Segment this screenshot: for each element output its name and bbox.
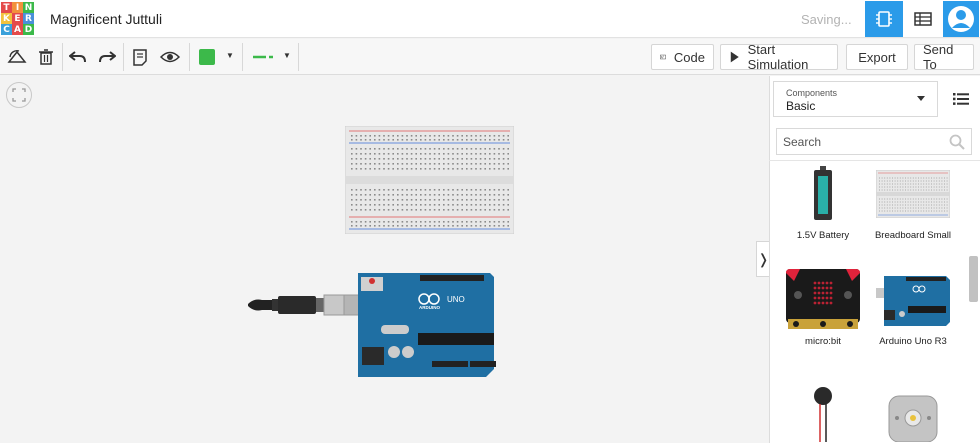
- save-status: Saving...: [801, 12, 852, 27]
- eye-icon: [160, 51, 180, 63]
- microbit-icon: [786, 269, 860, 329]
- rotate-icon: [7, 50, 27, 63]
- send-to-label: Send To: [923, 42, 954, 72]
- wire-color-swatch[interactable]: [199, 49, 215, 65]
- fit-view-icon: [12, 88, 26, 102]
- export-button[interactable]: Export: [846, 44, 908, 70]
- code-button[interactable]: Code: [651, 44, 714, 70]
- component-list-view-button[interactable]: [904, 1, 942, 37]
- chevron-right-icon: ❭: [757, 250, 770, 267]
- circuit-view-button[interactable]: [865, 1, 903, 37]
- logo-letter: D: [23, 24, 34, 35]
- breadboard-component[interactable]: [345, 126, 514, 234]
- user-icon: [948, 6, 974, 32]
- trash-icon: [39, 49, 53, 65]
- list-view-button[interactable]: [948, 86, 974, 112]
- arduino-uno-component[interactable]: ARDUINO UNO: [248, 269, 498, 381]
- chevron-down-icon[interactable]: ▼: [226, 51, 234, 60]
- chevron-down-icon[interactable]: ▼: [283, 51, 291, 60]
- components-dropdown-value: Basic: [786, 99, 816, 113]
- toolbar-divider: [298, 43, 299, 71]
- code-button-label: Code: [673, 49, 705, 65]
- component-label: Breadboard Small: [874, 230, 952, 241]
- editor-toolbar: ▼ ▼ Code Start Simulation Export Send To: [0, 39, 980, 75]
- component-search: [776, 128, 972, 155]
- user-avatar[interactable]: [943, 1, 979, 37]
- panel-divider: [769, 160, 980, 161]
- arduino-brand-label: ARDUINO: [419, 305, 440, 310]
- start-simulation-button[interactable]: Start Simulation: [720, 42, 838, 72]
- toolbar-divider: [242, 43, 243, 71]
- redo-icon: [99, 51, 116, 63]
- zoom-to-fit-button[interactable]: [6, 82, 32, 108]
- chevron-down-icon: [917, 96, 925, 101]
- undo-icon: [69, 51, 86, 63]
- send-to-button[interactable]: Send To: [914, 42, 974, 72]
- start-simulation-label: Start Simulation: [747, 42, 809, 72]
- wire-type-icon: [253, 55, 273, 59]
- undo-button[interactable]: [66, 45, 90, 69]
- breadboard-icon: [876, 170, 950, 218]
- logo-letter: C: [1, 24, 12, 35]
- logo-letter: E: [12, 13, 23, 24]
- component-item[interactable]: Arduino Uno R3: [868, 270, 958, 347]
- toolbar-divider: [62, 43, 63, 71]
- export-label: Export: [858, 49, 896, 65]
- components-dropdown[interactable]: Components Basic: [773, 81, 938, 117]
- logo-letter: I: [12, 2, 23, 13]
- project-title[interactable]: Magnificent Juttuli: [50, 11, 163, 27]
- logo-letter: R: [23, 13, 34, 24]
- note-icon: [133, 49, 147, 66]
- redo-button[interactable]: [95, 45, 119, 69]
- component-label: micro:bit: [805, 336, 841, 347]
- component-label: Arduino Uno R3: [879, 336, 947, 347]
- notes-visibility-button[interactable]: [158, 45, 182, 69]
- component-item[interactable]: [868, 382, 958, 442]
- list-icon: [953, 93, 969, 105]
- top-bar: T I N K E R C A D Magnificent Juttuli Sa…: [0, 0, 980, 38]
- arduino-model-label: UNO: [447, 295, 465, 304]
- toolbar-divider: [123, 43, 124, 71]
- dc-motor-icon: [888, 395, 938, 442]
- logo-letter: N: [23, 2, 34, 13]
- logo-letter: K: [1, 13, 12, 24]
- play-icon: [730, 51, 739, 63]
- toolbar-divider: [189, 43, 190, 71]
- panel-scrollbar[interactable]: [969, 256, 978, 302]
- rotate-button[interactable]: [5, 45, 29, 69]
- logo-letter: A: [12, 24, 23, 35]
- component-item[interactable]: 1.5V Battery: [778, 164, 868, 241]
- arduino-icon: [876, 276, 950, 326]
- component-item[interactable]: micro:bit: [778, 269, 868, 347]
- components-dropdown-caption: Components: [786, 88, 838, 98]
- battery-icon: [814, 166, 832, 220]
- component-label: 1.5V Battery: [796, 230, 850, 241]
- search-input[interactable]: [777, 129, 947, 154]
- code-icon: [660, 54, 666, 60]
- component-item[interactable]: [778, 382, 868, 442]
- table-icon: [914, 12, 932, 26]
- vibration-motor-icon: [814, 387, 832, 442]
- notes-button[interactable]: [128, 45, 152, 69]
- search-icon[interactable]: [949, 134, 965, 150]
- tinkercad-logo[interactable]: T I N K E R C A D: [1, 2, 35, 36]
- workplane[interactable]: ARDUINO UNO: [0, 76, 755, 443]
- component-item[interactable]: Breadboard Small: [868, 164, 958, 241]
- delete-button[interactable]: [34, 45, 58, 69]
- panel-collapse-tab[interactable]: ❭: [756, 241, 770, 277]
- chip-icon: [876, 11, 892, 27]
- logo-letter: T: [1, 2, 12, 13]
- wire-type-button[interactable]: [250, 45, 276, 69]
